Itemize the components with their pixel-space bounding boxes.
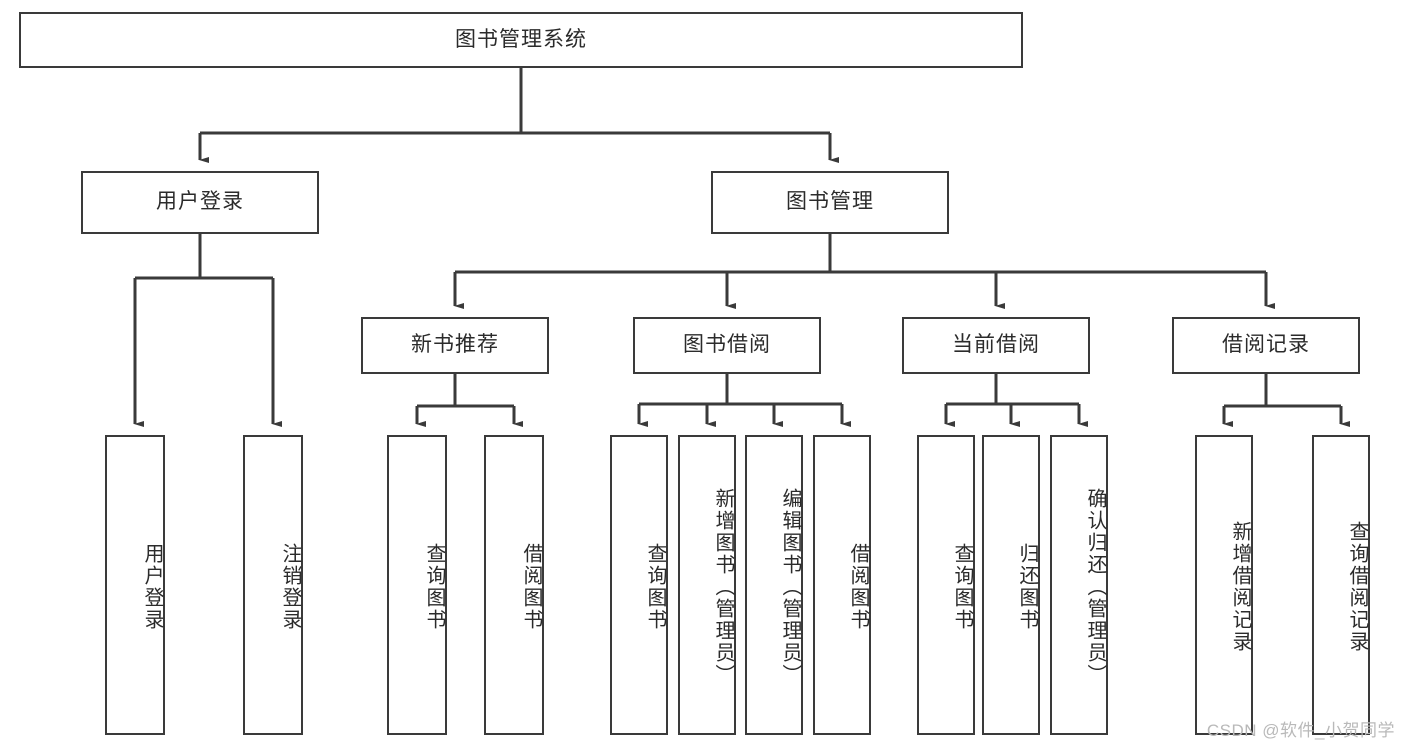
leaf-current-query-book-label: 查询图书: [951, 543, 973, 631]
leaf-record-query-label: 查询借阅记录: [1346, 521, 1368, 653]
leaf-recommend-query-book-label: 查询图书: [423, 543, 445, 631]
leaf-borrow-edit-book-label: 编辑图书（管理员）: [779, 488, 801, 686]
node-user-login[interactable]: 用户登录: [81, 171, 319, 234]
leaf-user-login-label: 用户登录: [141, 543, 163, 631]
leaf-current-query-book[interactable]: 查询图书: [917, 435, 975, 735]
leaf-borrow-borrow-book-label: 借阅图书: [847, 543, 869, 631]
node-new-book-recommend-label: 新书推荐: [411, 333, 499, 357]
csdn-watermark: CSDN @软件_小贺同学: [1206, 721, 1395, 740]
node-book-borrow-label: 图书借阅: [683, 333, 771, 357]
leaf-user-login[interactable]: 用户登录: [105, 435, 165, 735]
leaf-record-add-label: 新增借阅记录: [1229, 521, 1251, 653]
leaf-recommend-borrow-book[interactable]: 借阅图书: [484, 435, 544, 735]
node-user-login-label: 用户登录: [156, 190, 244, 214]
leaf-user-logout[interactable]: 注销登录: [243, 435, 303, 735]
node-root[interactable]: 图书管理系统: [19, 12, 1023, 68]
leaf-current-confirm-return[interactable]: 确认归还（管理员）: [1050, 435, 1108, 735]
leaf-current-confirm-return-label: 确认归还（管理员）: [1084, 488, 1106, 686]
node-new-book-recommend[interactable]: 新书推荐: [361, 317, 549, 374]
node-book-management-label: 图书管理: [786, 190, 874, 214]
leaf-record-add[interactable]: 新增借阅记录: [1195, 435, 1253, 735]
leaf-borrow-borrow-book[interactable]: 借阅图书: [813, 435, 871, 735]
leaf-recommend-borrow-book-label: 借阅图书: [520, 543, 542, 631]
node-book-management[interactable]: 图书管理: [711, 171, 949, 234]
leaf-borrow-query-book-label: 查询图书: [644, 543, 666, 631]
leaf-record-query[interactable]: 查询借阅记录: [1312, 435, 1370, 735]
node-current-borrow-label: 当前借阅: [952, 333, 1040, 357]
leaf-borrow-query-book[interactable]: 查询图书: [610, 435, 668, 735]
node-borrow-records[interactable]: 借阅记录: [1172, 317, 1360, 374]
node-current-borrow[interactable]: 当前借阅: [902, 317, 1090, 374]
leaf-borrow-add-book-label: 新增图书（管理员）: [712, 488, 734, 686]
leaf-user-logout-label: 注销登录: [279, 543, 301, 631]
node-book-borrow[interactable]: 图书借阅: [633, 317, 821, 374]
leaf-borrow-add-book[interactable]: 新增图书（管理员）: [678, 435, 736, 735]
leaf-recommend-query-book[interactable]: 查询图书: [387, 435, 447, 735]
leaf-current-return-book[interactable]: 归还图书: [982, 435, 1040, 735]
node-root-label: 图书管理系统: [455, 27, 587, 51]
leaf-current-return-book-label: 归还图书: [1016, 543, 1038, 631]
node-borrow-records-label: 借阅记录: [1222, 333, 1310, 357]
leaf-borrow-edit-book[interactable]: 编辑图书（管理员）: [745, 435, 803, 735]
